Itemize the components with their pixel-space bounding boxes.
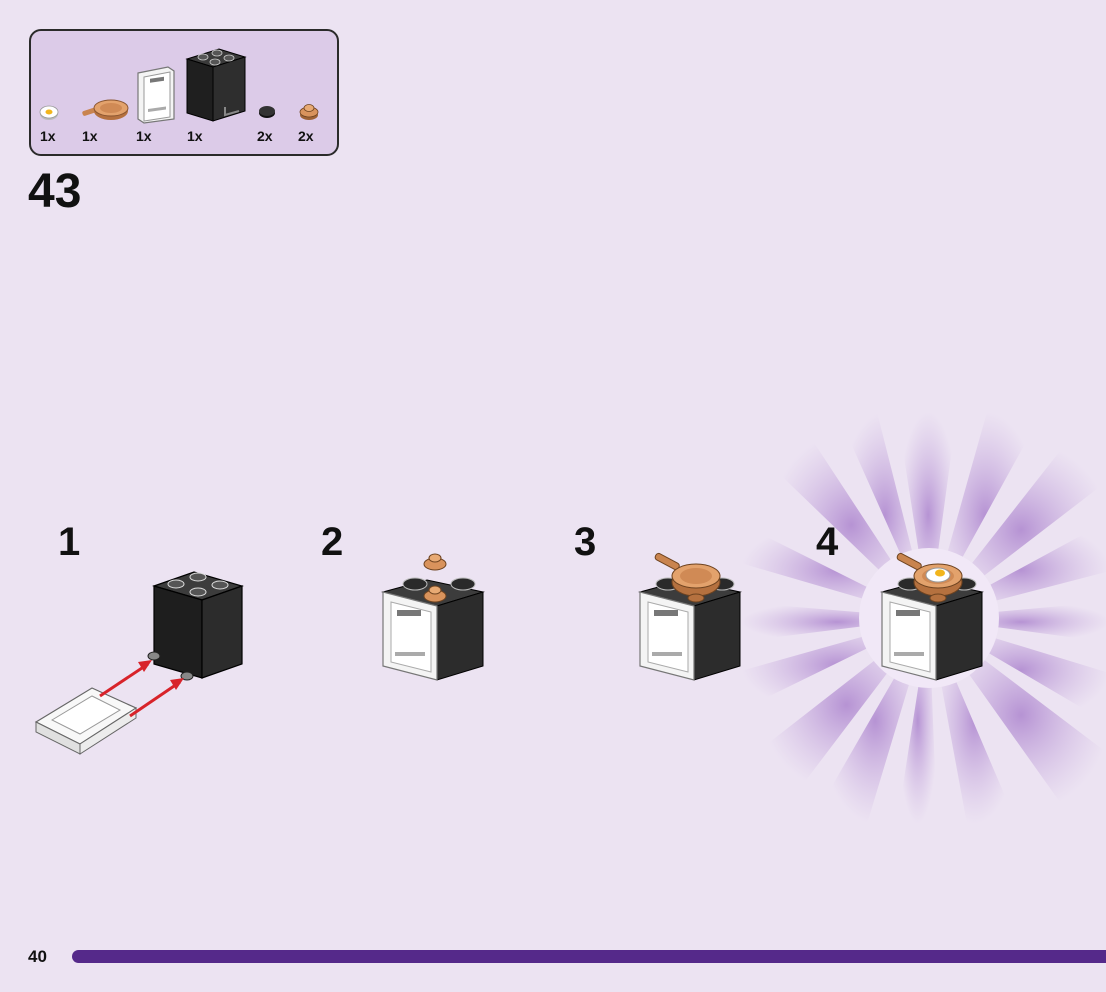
sub-step-label: 2 bbox=[321, 520, 344, 564]
step-number: 43 bbox=[28, 165, 82, 218]
egg-tile-icon bbox=[39, 105, 59, 120]
part-qty: 1x bbox=[40, 128, 56, 144]
sub-step-label: 4 bbox=[816, 520, 839, 564]
black-container-icon bbox=[185, 48, 247, 122]
black-round-tile-icon bbox=[259, 106, 275, 118]
part-qty: 1x bbox=[187, 128, 203, 144]
page-accent-bar bbox=[72, 950, 1106, 963]
copper-round-plate-icon bbox=[299, 104, 319, 120]
sub-step-label: 3 bbox=[574, 520, 597, 564]
part-qty: 1x bbox=[82, 128, 98, 144]
sub-step-4-illustration bbox=[880, 552, 984, 681]
frying-pan-icon bbox=[82, 99, 129, 120]
part-qty: 1x bbox=[136, 128, 152, 144]
part-qty: 2x bbox=[298, 128, 314, 144]
sub-step-2-illustration bbox=[381, 553, 485, 681]
sub-step-label: 1 bbox=[58, 520, 81, 564]
parts-callout: 1x 1x 1x 1x 2x 2x bbox=[29, 29, 339, 156]
part-qty: 2x bbox=[257, 128, 273, 144]
sub-step-3-illustration bbox=[638, 552, 742, 681]
sub-step-1-illustration bbox=[34, 571, 244, 755]
page-number: 40 bbox=[28, 947, 47, 966]
transparent-door-icon bbox=[137, 66, 175, 124]
